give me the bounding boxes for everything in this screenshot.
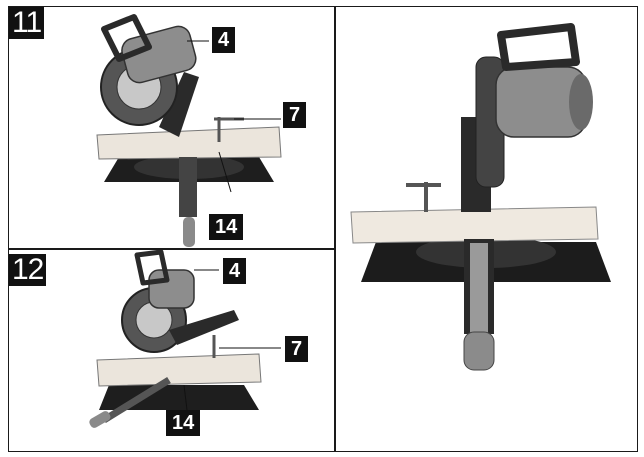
figure-11-panel: 11 4 7 14 xyxy=(9,7,334,249)
panel-divider xyxy=(8,248,335,250)
figure-frame xyxy=(8,6,638,452)
figure-number: 12 xyxy=(9,254,47,286)
panel-divider xyxy=(334,6,336,452)
miter-saw-illustration-12 xyxy=(89,250,281,428)
callout-label: 14 xyxy=(166,410,201,436)
miter-saw-illustration-main xyxy=(350,23,611,371)
callout-label: 4 xyxy=(212,27,236,53)
figure-number: 11 xyxy=(9,7,45,39)
callout-label: 7 xyxy=(283,102,307,128)
callout-label: 14 xyxy=(209,214,244,240)
figure-main-panel xyxy=(336,7,637,451)
miter-saw-illustration-11 xyxy=(96,14,282,247)
callout-label: 4 xyxy=(223,258,247,284)
figure-12-panel: 12 4 7 14 xyxy=(9,250,334,451)
callout-label: 7 xyxy=(285,336,309,362)
